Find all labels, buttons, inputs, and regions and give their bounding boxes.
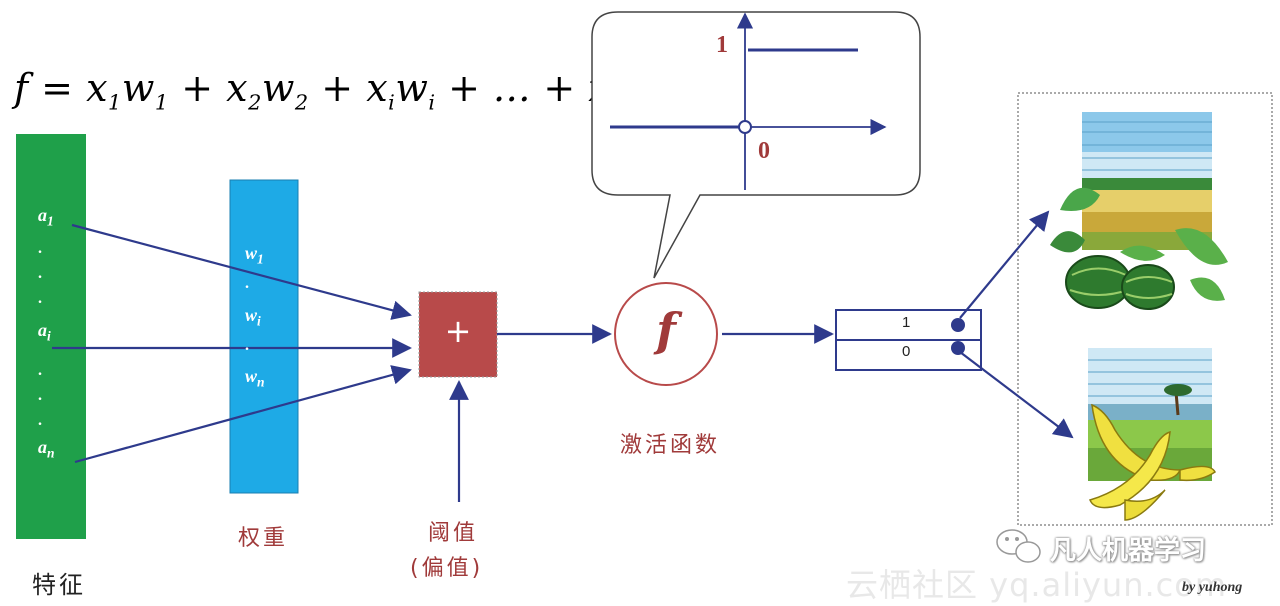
step-function-bubble: [591, 11, 921, 279]
feature-ai: ai: [38, 320, 51, 344]
bias-label: (偏值): [410, 556, 484, 581]
feature-dot: .: [38, 387, 42, 404]
sum-box: [418, 291, 498, 378]
feature-bar: [16, 134, 86, 539]
feature-dot: .: [38, 265, 42, 282]
wechat-icon: [996, 529, 1041, 563]
image-frame: [1017, 92, 1273, 526]
weight-dot: .: [245, 337, 249, 354]
site-watermark: 云栖社区 yq.aliyun.com: [846, 566, 1228, 604]
output-value-1: 1: [902, 314, 911, 331]
wechat-watermark: 凡人机器学习: [1050, 536, 1207, 566]
weight-dot: .: [245, 275, 249, 292]
sum-symbol: +: [444, 312, 472, 350]
threshold-label: 阈值: [428, 521, 479, 546]
weight-bar: [229, 179, 299, 494]
weight-wn: wn: [245, 366, 265, 390]
watermelon-picture: [1050, 112, 1228, 310]
feature-dot: .: [38, 412, 42, 429]
weight-w1: w1: [245, 243, 264, 267]
arrow-an: [74, 365, 412, 464]
feature-an: an: [38, 437, 55, 461]
activation-circle: [614, 282, 718, 386]
weight-wi: wi: [245, 305, 261, 329]
step-low-label: 0: [758, 138, 770, 164]
activation-symbol: f: [656, 303, 676, 357]
arrow-to-watermelon: [959, 210, 1050, 319]
weights-label: 权重: [238, 526, 289, 551]
formula-f: f: [14, 66, 29, 110]
activation-label: 激活函数: [620, 433, 721, 458]
step-high-label: 1: [716, 32, 728, 58]
banana-picture: [1088, 348, 1216, 521]
feature-dot: .: [38, 240, 42, 257]
feature-a1: a1: [38, 205, 54, 229]
features-label: 特征: [32, 571, 86, 599]
step-open-circle: [738, 120, 752, 134]
output-value-0: 0: [902, 343, 911, 360]
output-dot-0: [951, 341, 965, 355]
output-dot-1: [951, 318, 965, 332]
byline: by yuhong: [1182, 580, 1243, 595]
arrow-to-banana: [959, 351, 1074, 439]
feature-dot: .: [38, 362, 42, 379]
arrow-a1: [71, 223, 412, 320]
feature-dot: .: [38, 290, 42, 307]
